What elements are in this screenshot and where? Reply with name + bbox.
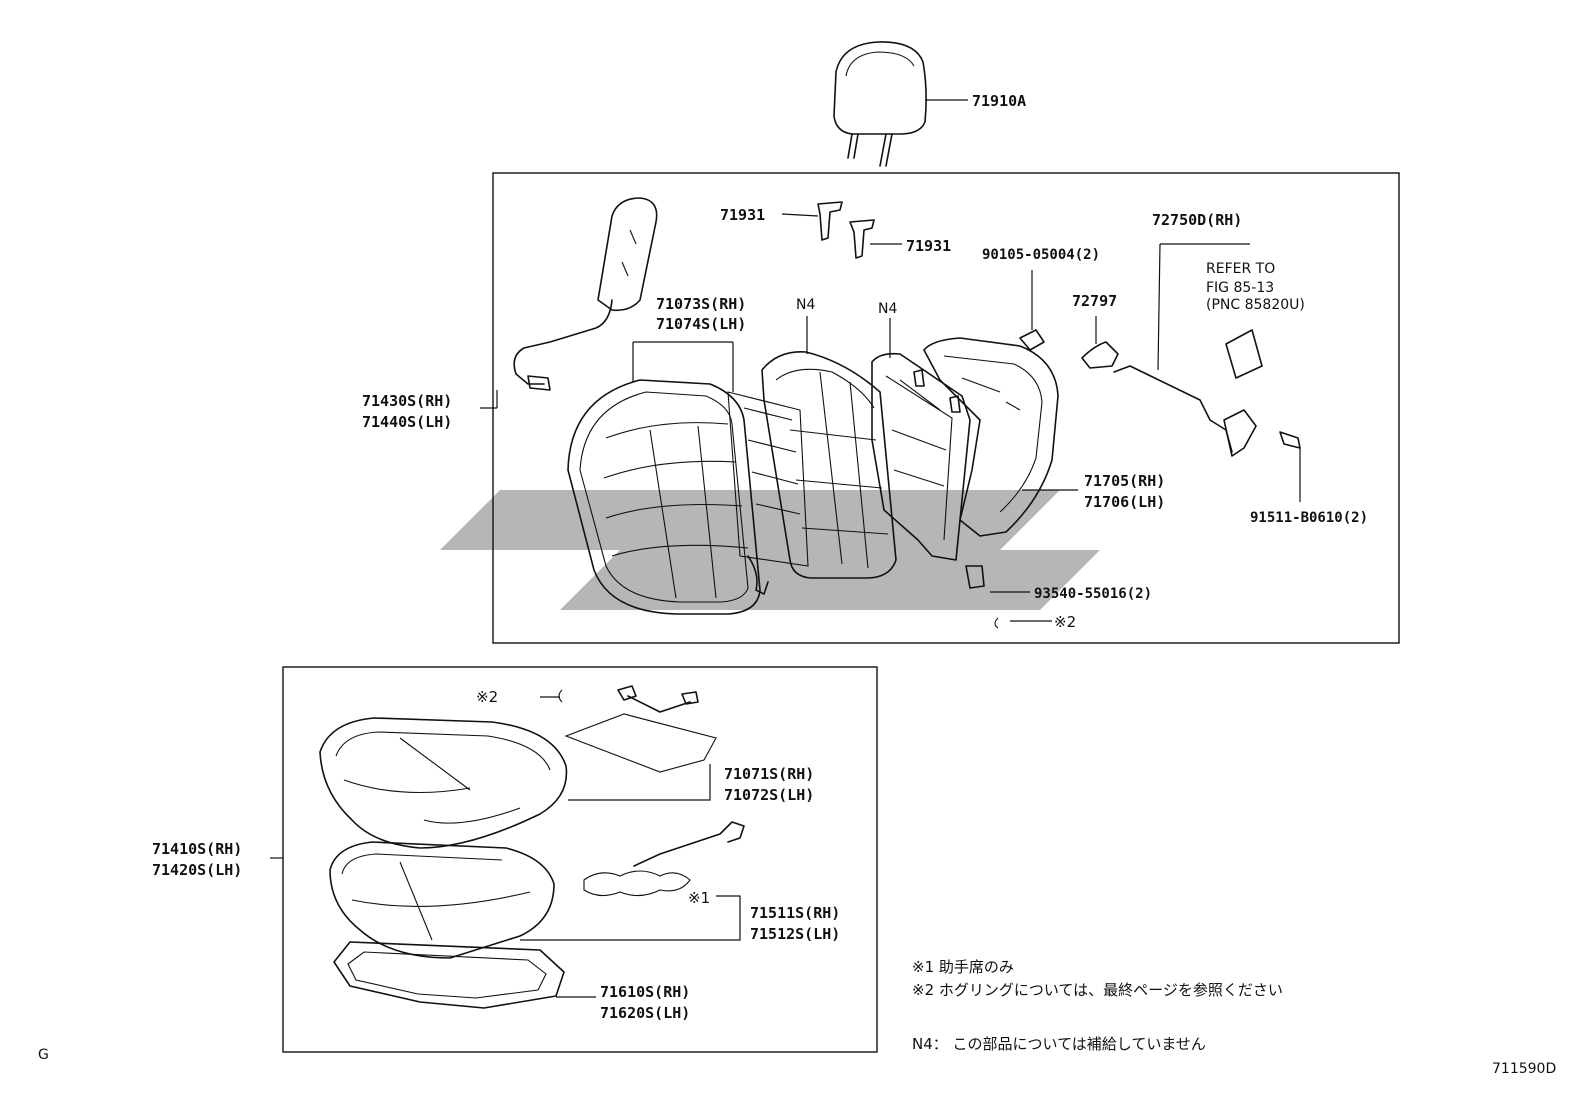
label-heater-rh: 71071S(RH) [724,765,814,783]
label-cushion-assy-lh: 71420S(LH) [152,861,242,879]
diagram-id: 711590D [1492,1061,1556,1077]
label-frame-lh: 71706(LH) [1084,493,1165,511]
note-3: N4： この部品については補給していません [912,1035,1206,1053]
cushion-frame-part [333,941,565,1009]
label-n4-b: N4 [878,301,897,317]
note-2: ※2 ホグリングについては、最終ページを参照ください [912,981,1283,999]
label-cushion-assy-rh: 71410S(RH) [152,840,242,858]
hog-ring-part [558,689,563,703]
seatback-frame-part [871,352,971,561]
clip-part [817,201,875,259]
label-ring-mark-top: ※2 [1054,613,1076,631]
label-back-assy-rh: 71430S(RH) [362,392,452,410]
seatback-cover-part [567,379,761,615]
bolt-part [1019,329,1045,351]
label-cushion-cover-lh: 71512S(LH) [750,925,840,943]
refer-line-2: FIG 85-13 [1206,280,1274,296]
watermark-logo [440,490,1100,610]
label-screw-93540: 93540-55016(2) [1034,586,1152,602]
note-1: ※1 助手席のみ [912,958,1014,976]
cushion-group-frame [282,666,878,1053]
label-bolt-91511: 91511-B0610(2) [1250,510,1368,526]
label-cushion-frame-lh: 71620S(LH) [600,1004,690,1022]
refer-line-1: REFER TO [1206,261,1275,277]
label-n4-a: N4 [796,297,815,313]
label-heater-lh: 71072S(LH) [724,786,814,804]
seatback-pad-part [761,351,897,579]
side-airbag-part [513,197,658,391]
label-back-cover-lh: 71074S(LH) [656,315,746,333]
back-heater-part [727,391,809,595]
refer-line-3: (PNC 85820U) [1206,297,1305,313]
label-bracket: 72797 [1072,292,1117,310]
label-headrest: 71910A [972,92,1026,110]
label-cushion-frame-rh: 71610S(RH) [600,983,690,1001]
back-board-part [923,337,1059,589]
seat-harness-part [1113,329,1301,457]
corner-letter: G [38,1047,49,1063]
cushion-cover-part [319,717,568,849]
label-sensor-mark: ※1 [688,889,710,907]
headrest-part [833,41,968,167]
cushion-heater-part [564,685,717,773]
cushion-pad-part [329,841,555,959]
label-back-cover-rh: 71073S(RH) [656,295,746,313]
label-back-assy-lh: 71440S(LH) [362,413,452,431]
label-frame-rh: 71705(RH) [1084,472,1165,490]
leader-lines [270,213,1301,998]
label-ring-mark-bottom: ※2 [476,688,498,706]
label-harness-rh: 72750D(RH) [1152,211,1242,229]
label-clip-a: 71931 [720,206,765,224]
hog-ring-part [994,617,999,629]
label-clip-b: 71931 [906,237,951,255]
bracket-part [1081,341,1119,369]
label-cushion-cover-rh: 71511S(RH) [750,904,840,922]
seat-sensor-part [583,821,745,897]
label-bolt-90105: 90105-05004(2) [982,247,1100,263]
